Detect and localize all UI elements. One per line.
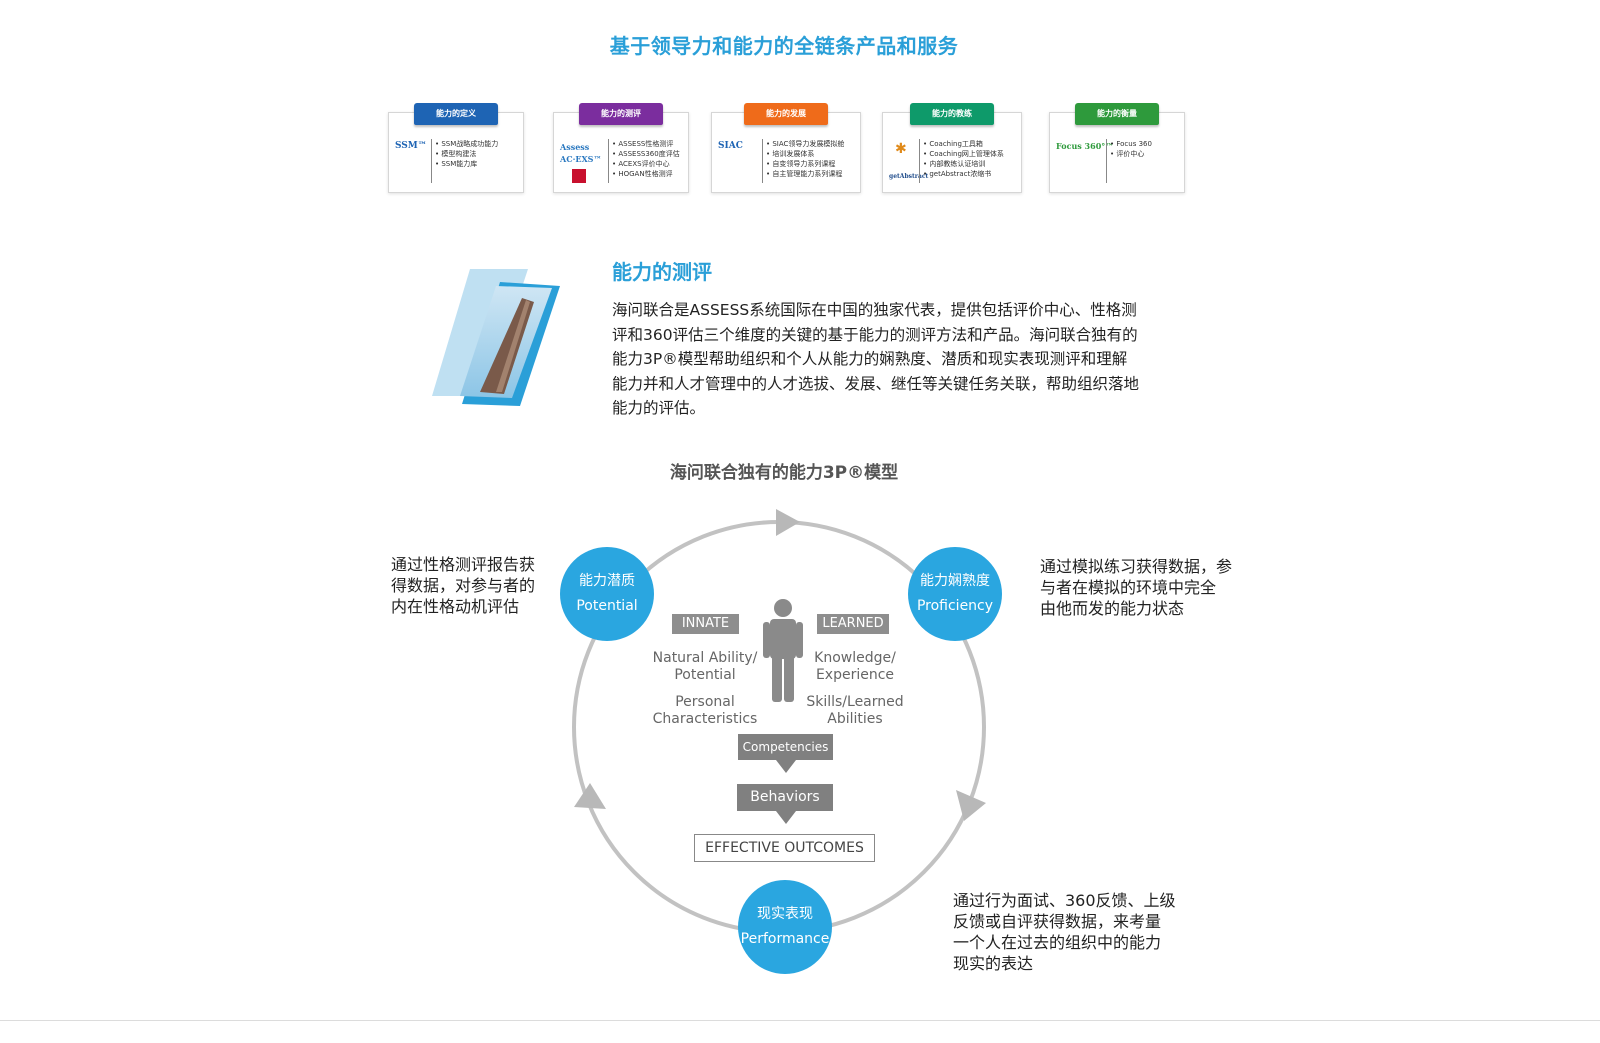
list-item: Focus 360 <box>1110 139 1152 149</box>
list-item: 模型构建法 <box>435 149 498 159</box>
list-item: ASSESS性格测评 <box>612 139 680 149</box>
focus-star-icon: ✱ <box>895 141 907 157</box>
text-line: Abilities <box>827 711 883 727</box>
natural-ability-label: Natural Ability/ Potential <box>645 650 765 684</box>
list-item: Coaching工具箱 <box>923 139 1004 149</box>
potential-circle[interactable]: 能力潜质 Potential <box>560 547 654 641</box>
footer-divider <box>0 1020 1600 1021</box>
list-item: ACEXS评价中心 <box>612 159 680 169</box>
list-item: SSM能力库 <box>435 159 498 169</box>
list-item: 内部教练认证培训 <box>923 159 1004 169</box>
performance-description: 通过行为面试、360反馈、上级 反馈或自评获得数据，来考量 一个人在过去的组织中… <box>953 890 1176 974</box>
potential-en-label: Potential <box>576 598 638 614</box>
text-line: 通过模拟练习获得数据，参 <box>1040 557 1233 576</box>
getabstract-logo: getAbstract <box>889 173 929 180</box>
card-item-list: SSM战略成功能力 模型构建法 SSM能力库 <box>435 139 498 169</box>
arrow-top-icon <box>776 509 800 536</box>
card-ribbon: 能力的教练 <box>910 103 994 125</box>
list-item: 评价中心 <box>1110 149 1152 159</box>
card-ribbon: 能力的定义 <box>414 103 498 125</box>
behaviors-box: Behaviors <box>737 784 833 811</box>
text-line: 通过性格测评报告获 <box>391 555 536 574</box>
card-divider <box>762 139 763 183</box>
competencies-box: Competencies <box>738 734 833 760</box>
card-divider <box>919 139 920 183</box>
potential-description: 通过性格测评报告获 得数据，对参与者的 内在性格动机评估 <box>391 554 535 617</box>
potential-cn-label: 能力潜质 <box>579 573 635 589</box>
card-assessment[interactable]: 能力的测评 Assess AC·EXS™ ASSESS性格测评 ASSESS36… <box>553 103 689 193</box>
hogan-logo-icon <box>572 169 586 183</box>
text-line: 由他而发的能力状态 <box>1040 599 1185 618</box>
arrow-down-icon <box>776 811 796 824</box>
card-item-list: SIAC领导力发展模拟舱 培训发展体系 自变领导力系列课程 自主管理能力系列课程 <box>766 139 844 179</box>
ssm-logo: SSM™ <box>395 141 427 151</box>
text-line: 通过行为面试、360反馈、上级 <box>953 891 1176 910</box>
list-item: SSM战略成功能力 <box>435 139 498 149</box>
text-line: Personal <box>675 694 735 710</box>
list-item: SIAC领导力发展模拟舱 <box>766 139 844 149</box>
text-line: Skills/Learned <box>806 694 904 710</box>
performance-en-label: Performance <box>740 931 830 947</box>
card-measurement[interactable]: 能力的衡量 Focus 360°™ Focus 360 评价中心 <box>1049 103 1185 193</box>
person-icon <box>763 599 803 702</box>
assess-logo: Assess AC·EXS™ <box>560 142 602 164</box>
card-development[interactable]: 能力的发展 SIAC SIAC领导力发展模拟舱 培训发展体系 自变领导力系列课程… <box>711 103 861 193</box>
model-title: 海问联合独有的能力3P®模型 <box>669 463 899 483</box>
text-line: Experience <box>815 667 895 683</box>
arrow-down-icon <box>776 760 796 773</box>
tower-highlight <box>496 300 530 392</box>
performance-cn-label: 现实表现 <box>757 906 813 922</box>
personal-characteristics-label: Personal Characteristics <box>645 694 765 728</box>
text-line: 得数据，对参与者的 <box>391 576 536 595</box>
list-item: getAbstract浓缩书 <box>923 169 1004 179</box>
section-body: 海问联合是ASSESS系统国际在中国的独家代表，提供包括评价中心、性格测评和36… <box>612 301 1140 417</box>
skills-abilities-label: Skills/Learned Abilities <box>800 694 910 728</box>
card-definition[interactable]: 能力的定义 SSM™ SSM战略成功能力 模型构建法 SSM能力库 <box>388 103 524 193</box>
building-illustration <box>432 269 560 406</box>
card-divider <box>608 139 609 183</box>
text-line: Potential <box>674 667 736 683</box>
text-line: Characteristics <box>652 711 758 727</box>
innate-tag: INNATE <box>672 614 739 634</box>
card-item-list: Focus 360 评价中心 <box>1110 139 1152 159</box>
text-line: 一个人在过去的组织中的能力 <box>953 933 1162 952</box>
page-title: 基于领导力和能力的全链条产品和服务 <box>609 34 959 58</box>
learned-tag: LEARNED <box>817 614 889 634</box>
text-line: 现实的表达 <box>953 954 1034 973</box>
list-item: Coaching网上管理体系 <box>923 149 1004 159</box>
list-item: 培训发展体系 <box>766 149 844 159</box>
card-divider <box>431 139 432 183</box>
card-ribbon: 能力的发展 <box>744 103 828 125</box>
proficiency-circle[interactable]: 能力娴熟度 Proficiency <box>908 547 1002 641</box>
knowledge-experience-label: Knowledge/ Experience <box>800 650 910 684</box>
proficiency-description: 通过模拟练习获得数据，参 与者在模拟的环境中完全 由他而发的能力状态 <box>1040 556 1232 619</box>
arrow-left-icon <box>574 783 606 809</box>
card-ribbon: 能力的衡量 <box>1075 103 1159 125</box>
text-line: 内在性格动机评估 <box>391 597 520 616</box>
card-item-list: Coaching工具箱 Coaching网上管理体系 内部教练认证培训 getA… <box>923 139 1004 179</box>
proficiency-cn-label: 能力娴熟度 <box>920 573 990 589</box>
text-line: Knowledge/ <box>814 650 896 666</box>
focus360-logo: Focus 360°™ <box>1056 141 1114 151</box>
card-coaching[interactable]: 能力的教练 ✱ getAbstract Coaching工具箱 Coaching… <box>882 103 1022 193</box>
card-ribbon: 能力的测评 <box>579 103 663 125</box>
list-item: ASSESS360度评估 <box>612 149 679 159</box>
effective-outcomes-box: EFFECTIVE OUTCOMES <box>694 834 875 862</box>
arrow-right-icon <box>956 790 986 821</box>
proficiency-en-label: Proficiency <box>916 598 994 614</box>
siac-logo: SIAC <box>718 141 743 151</box>
card-divider <box>1106 139 1107 183</box>
text-line: 与者在模拟的环境中完全 <box>1040 578 1217 597</box>
text-line: 反馈或自评获得数据，来考量 <box>953 912 1162 931</box>
section-title: 能力的测评 <box>612 260 712 284</box>
performance-circle[interactable]: 现实表现 Performance <box>738 880 832 974</box>
list-item: 自变领导力系列课程 <box>766 159 844 169</box>
list-item: 自主管理能力系列课程 <box>766 169 844 179</box>
list-item: HOGAN性格测评 <box>612 169 680 179</box>
text-line: Natural Ability/ <box>652 650 758 666</box>
card-item-list: ASSESS性格测评 ASSESS360度评估 ACEXS评价中心 HOGAN性… <box>612 139 680 179</box>
